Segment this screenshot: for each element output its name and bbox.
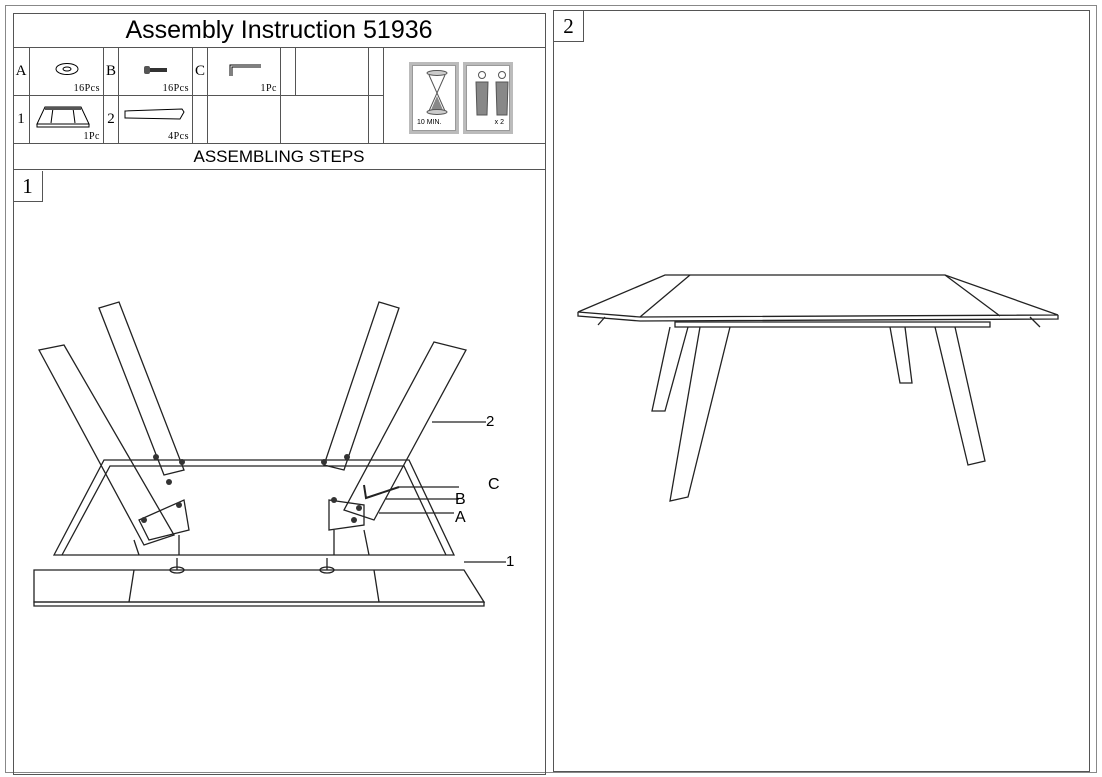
empty-cell (208, 96, 281, 144)
part-label: C (193, 48, 208, 96)
step-number: 2 (554, 11, 584, 42)
leg (98, 301, 185, 476)
part-label: 2 (104, 96, 119, 144)
leg-icon (124, 108, 185, 120)
step2-assembled-table (577, 274, 1059, 502)
callout-leg: 2 (486, 413, 494, 430)
part-label: 1 (13, 96, 30, 144)
part-qty: 1Pc (83, 131, 100, 142)
part-qty: 1Pc (260, 83, 277, 94)
time-box: 10 MIN. (409, 62, 459, 134)
bolt-icon (144, 66, 167, 74)
empty-cell (296, 48, 369, 96)
part-qty: 16Pcs (162, 83, 189, 94)
page-title: Assembly Instruction 51936 (13, 13, 545, 48)
page-border (5, 5, 1097, 773)
people-box: x 2 (463, 62, 513, 134)
leg (323, 301, 400, 471)
empty-cell (369, 48, 384, 96)
steps-heading: ASSEMBLING STEPS (13, 144, 545, 170)
hourglass-icon (426, 70, 448, 115)
empty-cell (281, 48, 296, 96)
leg (38, 344, 175, 546)
step-number: 1 (13, 171, 43, 202)
callout-b: B (455, 491, 466, 508)
two-people-icon (475, 71, 509, 116)
part-c: 1Pc (208, 48, 281, 96)
empty-cell (369, 96, 384, 144)
allen-key-icon (229, 64, 261, 76)
info-cell (384, 48, 546, 144)
part-label: B (104, 48, 119, 96)
right-panel (553, 10, 1090, 772)
frame (52, 459, 456, 556)
people-label: x 2 (494, 119, 504, 126)
empty-cell (281, 96, 369, 144)
time-label: 10 MIN. (417, 119, 442, 126)
part-2: 4Pcs (119, 96, 193, 144)
callout-c: C (488, 476, 500, 493)
washer-icon (55, 63, 79, 75)
part-1: 1Pc (30, 96, 104, 144)
leg (343, 341, 467, 521)
part-qty: 4Pcs (168, 131, 189, 142)
callout-a: A (455, 509, 466, 526)
empty-cell (193, 96, 208, 144)
part-label: A (13, 48, 30, 96)
table-top (33, 569, 486, 603)
part-qty: 16Pcs (73, 83, 100, 94)
left-panel (13, 13, 546, 775)
part-b: 16Pcs (119, 48, 193, 96)
step1-diagram: C B A 2 1 (33, 301, 514, 607)
callout-top: 1 (506, 553, 514, 570)
part-a: 16Pcs (30, 48, 104, 96)
table-top-icon (36, 106, 90, 128)
